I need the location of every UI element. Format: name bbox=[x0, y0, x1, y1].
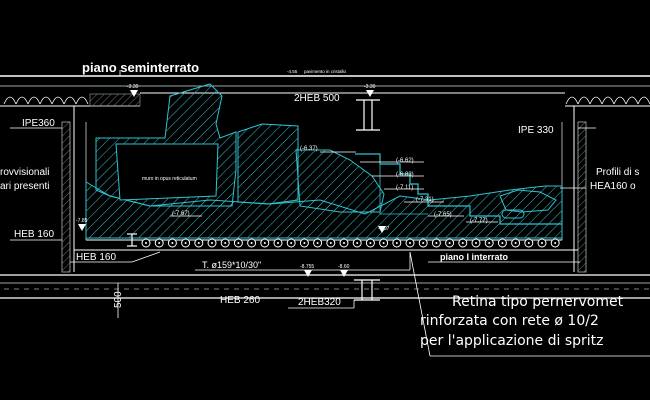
left-note-line-1: rovvisionali bbox=[0, 167, 49, 178]
retaining-walls bbox=[61, 106, 587, 273]
label-ipe360: IPE360 bbox=[22, 118, 55, 129]
wall-label: muro in opus reticulatum bbox=[142, 176, 197, 182]
label-piano-interrato: piano I interrato bbox=[440, 252, 509, 262]
note-line-2: rinforzata con rete ø 10/2 bbox=[420, 313, 599, 329]
floor-note-level: -4.55 bbox=[287, 69, 298, 74]
dimension-500: 500 bbox=[113, 291, 124, 308]
lower-slab bbox=[0, 249, 650, 299]
tie-rod-row bbox=[86, 238, 562, 248]
note-line-3: per l'applicazione di spritz bbox=[420, 333, 603, 349]
beam-section-2heb320 bbox=[354, 279, 380, 301]
level-markers bbox=[78, 90, 386, 277]
level-left-mid: -7.85 bbox=[76, 218, 88, 224]
level-mid-2: -8.60 bbox=[338, 264, 350, 270]
leader-lines bbox=[10, 70, 650, 357]
elevation-6: (-7.65) bbox=[434, 212, 452, 218]
left-slab-arches bbox=[3, 96, 89, 105]
label-2heb320: 2HEB320 bbox=[298, 297, 341, 308]
left-note-line-2: ari presenti bbox=[0, 181, 49, 192]
note-line-1: Retina tipo pernervomet bbox=[452, 294, 624, 310]
elevation-8: (-7.67) bbox=[172, 211, 190, 217]
elevation-7: (-7.77) bbox=[470, 218, 488, 224]
elevation-3: (-6.83) bbox=[396, 172, 414, 178]
level-right-top: -3.30 bbox=[364, 84, 376, 90]
beam-section-left bbox=[127, 233, 137, 247]
elevation-leaders bbox=[170, 151, 498, 223]
label-ipe330: IPE 330 bbox=[518, 125, 554, 136]
elevation-2: (-6.62) bbox=[396, 158, 414, 164]
label-2heb500: 2HEB 500 bbox=[294, 93, 340, 104]
excavation-profile bbox=[85, 83, 563, 239]
right-slab-arches bbox=[565, 96, 650, 105]
label-heb160-left: HEB 160 bbox=[14, 229, 54, 240]
elevation-5: (-7.31) bbox=[416, 197, 434, 203]
level-left-top: -3.30 bbox=[127, 84, 139, 90]
right-note-line-2: HEA160 o bbox=[590, 181, 636, 192]
label-heb260: HEB 260 bbox=[220, 295, 260, 306]
elevation-4: (-7.11) bbox=[396, 185, 413, 191]
tie-rod-label: T. ø159*10/30" bbox=[202, 260, 261, 270]
title-piano-seminterrato: piano seminterrato bbox=[82, 60, 199, 75]
label-heb160-lower: HEB 160 bbox=[76, 252, 116, 263]
floor-note: pavimento in cristallo bbox=[304, 69, 347, 74]
beam-section-2heb500 bbox=[356, 99, 380, 131]
right-note-line-1: Profili di s bbox=[596, 167, 639, 178]
level-mid-1: -8.755 bbox=[300, 264, 314, 270]
elevation-1: (-6.37) bbox=[300, 146, 318, 152]
level-center-mid: -8.07 bbox=[378, 226, 390, 232]
